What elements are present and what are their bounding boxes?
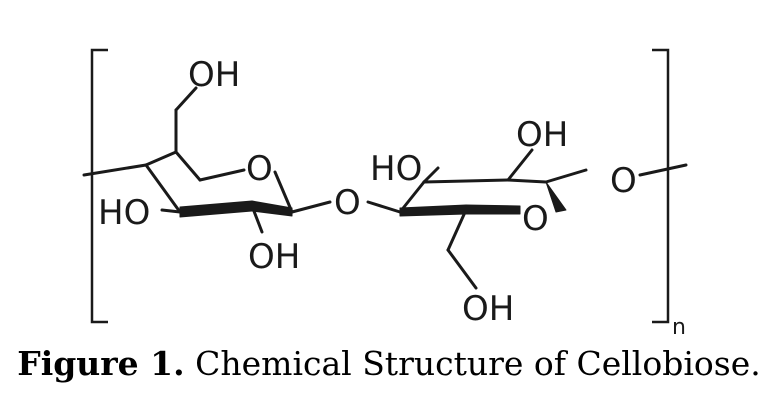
left-bracket bbox=[90, 48, 108, 324]
bond bbox=[544, 168, 588, 184]
figure-caption: Figure 1. Chemical Structure of Cellobio… bbox=[0, 344, 778, 383]
ring1-top-oh-label: OH bbox=[188, 55, 240, 95]
bond bbox=[144, 150, 178, 167]
ring2-bottom-oh-label: OH bbox=[462, 289, 514, 329]
bond bbox=[506, 148, 534, 182]
figure-label: Figure 1. bbox=[17, 344, 185, 383]
bond bbox=[174, 86, 198, 112]
cellobiose-structure-diagram: OH O HO OH O OH HO O OH O n bbox=[82, 48, 688, 340]
ring1-bottom-oh-label: OH bbox=[248, 237, 300, 277]
wedge-bond bbox=[465, 204, 521, 215]
bond bbox=[422, 166, 440, 184]
repeat-subscript-n: n bbox=[672, 315, 686, 340]
bond bbox=[446, 248, 478, 290]
bond bbox=[506, 178, 548, 184]
ring2-ring-oxygen-label: O bbox=[522, 199, 549, 239]
ring2-left-ho-label: HO bbox=[370, 149, 422, 189]
bond bbox=[82, 163, 148, 177]
bond bbox=[446, 208, 468, 252]
bond bbox=[366, 200, 402, 214]
wedge-bond bbox=[251, 200, 293, 217]
wedge-bond bbox=[179, 200, 253, 218]
bond bbox=[422, 178, 510, 184]
ring1-ring-oxygen-label: O bbox=[246, 149, 273, 189]
figure-caption-text: Chemical Structure of Cellobiose. bbox=[195, 344, 761, 383]
right-bracket bbox=[652, 48, 670, 324]
bond bbox=[198, 168, 246, 182]
ring1-left-ho-label: HO bbox=[98, 193, 150, 233]
glycosidic-oxygen-label: O bbox=[334, 183, 361, 223]
bond bbox=[398, 180, 426, 214]
bond bbox=[638, 163, 688, 177]
bond bbox=[174, 150, 202, 182]
wedge-bond bbox=[545, 181, 567, 213]
ring2-top-oh-label: OH bbox=[516, 115, 568, 155]
bond bbox=[144, 163, 182, 214]
wedge-bond bbox=[399, 204, 467, 217]
ring-2 bbox=[366, 148, 688, 290]
bond bbox=[273, 170, 294, 214]
bond bbox=[160, 208, 182, 214]
chain-oxygen-label: O bbox=[610, 161, 637, 201]
ring-1 bbox=[82, 86, 332, 234]
bond bbox=[290, 200, 332, 214]
